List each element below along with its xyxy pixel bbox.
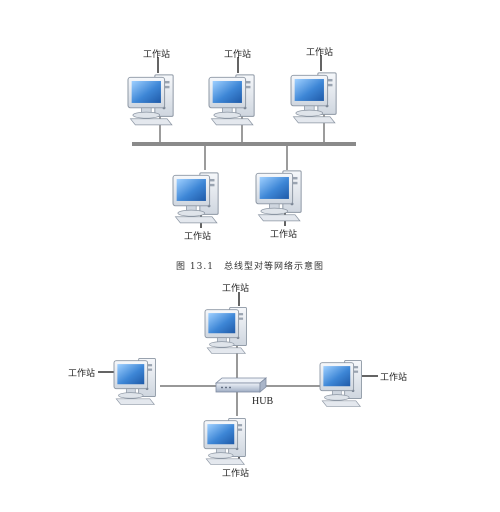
- workstation-label: 工作站: [306, 48, 334, 58]
- workstation-label: 工作站: [224, 50, 252, 60]
- bus-backbone: [132, 142, 356, 146]
- workstation-computer: [208, 74, 255, 126]
- workstation-computer: [113, 357, 157, 405]
- workstation-label: 工作站: [222, 284, 250, 294]
- bus-topology: [127, 55, 356, 228]
- workstation-label: 工作站: [380, 373, 408, 383]
- workstation-computer: [127, 74, 174, 126]
- workstation-computer: [319, 359, 363, 407]
- workstation-computer: [172, 172, 219, 224]
- figure-caption: 图 13.1 总线型对等网络示意图: [176, 262, 324, 272]
- star-topology: [98, 292, 378, 465]
- workstation-computer: [255, 170, 302, 222]
- workstation-label: 工作站: [143, 50, 171, 60]
- workstation-label: 工作站: [270, 230, 298, 240]
- workstation-label: 工作站: [68, 369, 96, 379]
- workstation-label: 工作站: [222, 469, 250, 479]
- workstation-computer: [290, 72, 337, 124]
- hub-device: [214, 377, 268, 393]
- workstation-label: 工作站: [184, 232, 212, 242]
- hub-label: HUB: [252, 396, 274, 407]
- workstation-computer: [204, 306, 248, 354]
